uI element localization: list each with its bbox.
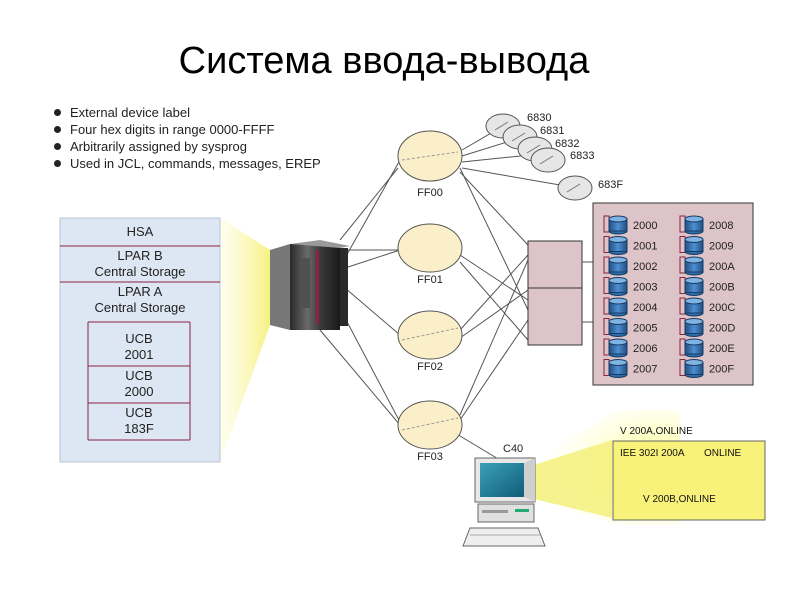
- console-label: C40: [503, 443, 523, 455]
- tape-label: 6831: [540, 125, 564, 137]
- tape-label: 683F: [598, 179, 623, 191]
- page-title: Система ввода-вывода: [178, 40, 590, 82]
- connection-lines: [319, 124, 600, 461]
- disk-icon: [679, 338, 704, 358]
- device-address-label: 200A: [709, 261, 735, 273]
- device-address-label: 2005: [633, 323, 657, 335]
- tape-label: 6832: [555, 138, 579, 150]
- device-address-label: 2003: [633, 282, 657, 294]
- disk-column-right: 2008 2009 200A 200B 200C 200D 200E 200F: [679, 215, 735, 378]
- console-status: ONLINE: [704, 448, 742, 459]
- device-address-label: 200F: [709, 364, 734, 376]
- hsa-label: HSA: [127, 224, 154, 239]
- channel-ff03: FF03: [397, 400, 463, 463]
- disk-column-left: 2000 2001 2002 2003 2004 2005 2006 2007: [603, 215, 657, 378]
- ucb-1-number: 2001: [125, 347, 154, 362]
- console-message: IEE 302I 200A: [620, 448, 685, 459]
- channel-label: FF02: [417, 361, 443, 373]
- disk-icon: [679, 277, 704, 296]
- disk-icon: [603, 256, 628, 276]
- storage-beam: [220, 218, 270, 462]
- channel-label: FF00: [417, 187, 443, 199]
- control-unit: [527, 240, 583, 346]
- bullet-item: Used in JCL, commands, messages, EREP: [52, 155, 321, 172]
- ucb-1-title: UCB: [125, 331, 152, 346]
- ucb-2-number: 2000: [125, 384, 154, 399]
- storage-panel: HSA LPAR B Central Storage LPAR A Centra…: [59, 217, 221, 463]
- disk-icon: [679, 215, 704, 235]
- lpar-b-storage-label: Central Storage: [94, 264, 185, 279]
- channel-ff00: FF00: [397, 130, 463, 199]
- lpar-b-label: LPAR B: [117, 248, 162, 263]
- tape-label: 6830: [527, 112, 551, 124]
- console-line-2: V 200B,ONLINE: [643, 494, 716, 505]
- ucb-2-title: UCB: [125, 368, 152, 383]
- device-address-label: 2009: [709, 241, 733, 253]
- channel-ff01: FF01: [397, 223, 463, 286]
- bullet-item: Four hex digits in range 0000-FFFF: [52, 121, 321, 138]
- disk-icon: [679, 236, 704, 255]
- mainframe-server: [270, 240, 350, 330]
- disk-icon: [603, 318, 628, 337]
- device-address-label: 2008: [709, 220, 733, 232]
- disk-icon: [603, 297, 628, 317]
- disk-icon: [603, 359, 628, 378]
- device-address-label: 2001: [633, 241, 657, 253]
- disk-icon: [679, 318, 704, 337]
- console-command: V 200A,ONLINE: [620, 426, 693, 437]
- tape-drives: 6830 6831 6832 6833 683F: [485, 112, 623, 201]
- channel-label: FF03: [417, 451, 443, 463]
- tape-label: 6833: [570, 150, 594, 162]
- console-panel: V 200A,ONLINE IEE 302I 200A ONLINE V 200…: [612, 426, 766, 521]
- channel-ff02: FF02: [397, 310, 463, 373]
- device-address-label: 200D: [709, 323, 735, 335]
- device-address-label: 2004: [633, 302, 657, 314]
- lpar-a-label: LPAR A: [118, 284, 163, 299]
- bullet-list: External device label Four hex digits in…: [52, 104, 321, 172]
- disk-icon: [679, 359, 704, 378]
- console-computer: C40: [462, 443, 546, 547]
- ucb-3-number: 183F: [124, 421, 154, 436]
- disk-icon: [679, 256, 704, 276]
- device-address-label: 2002: [633, 261, 657, 273]
- disk-icon: [603, 236, 628, 255]
- lpar-a-storage-label: Central Storage: [94, 300, 185, 315]
- bullet-item: Arbitrarily assigned by sysprog: [52, 138, 321, 155]
- device-address-label: 200E: [709, 343, 735, 355]
- device-address-label: 2006: [633, 343, 657, 355]
- device-address-label: 200C: [709, 302, 735, 314]
- device-address-label: 2007: [633, 364, 657, 376]
- ucb-3-title: UCB: [125, 405, 152, 420]
- disk-icon: [603, 277, 628, 296]
- device-address-label: 200B: [709, 282, 735, 294]
- bullet-item: External device label: [52, 104, 321, 121]
- channel-label: FF01: [417, 274, 443, 286]
- device-address-label: 2000: [633, 220, 657, 232]
- disk-icon: [679, 297, 704, 317]
- disk-icon: [603, 338, 628, 358]
- disk-icon: [603, 215, 628, 235]
